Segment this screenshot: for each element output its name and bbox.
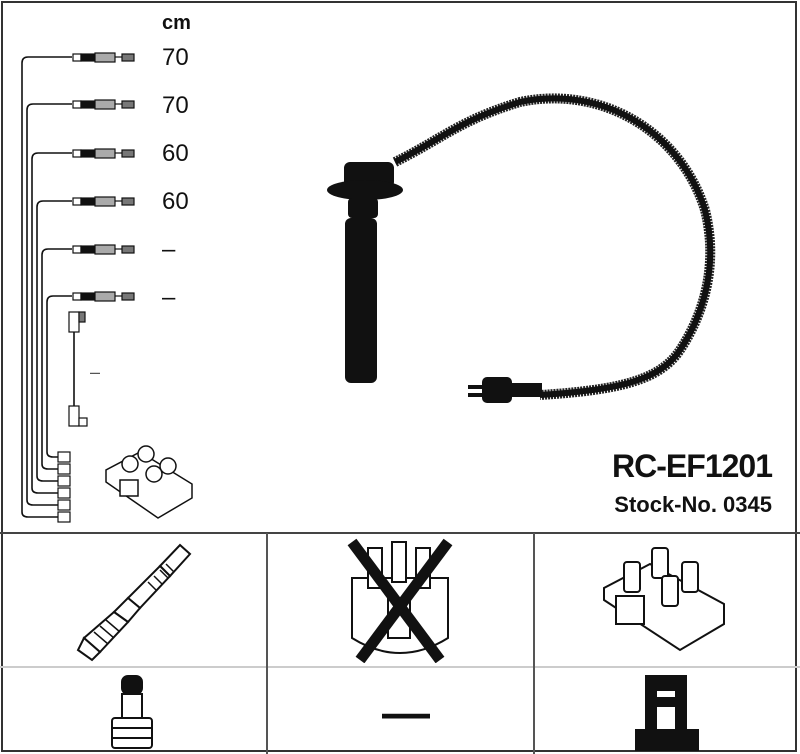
coil-lead-length: – bbox=[90, 362, 101, 382]
part-number: RC-EF1201 bbox=[612, 448, 773, 484]
spark-plug-terminal-icon bbox=[111, 675, 153, 749]
length-label-1: 70 bbox=[162, 44, 189, 71]
spark-plug-icon bbox=[76, 543, 192, 662]
grid-middle-divider bbox=[0, 666, 800, 668]
grid-col-divider-2 bbox=[533, 533, 535, 754]
ignition-coil-icon bbox=[603, 547, 725, 652]
length-label-3: 60 bbox=[162, 140, 189, 167]
length-label-4: 60 bbox=[162, 188, 189, 215]
grid-col-divider-1 bbox=[266, 533, 268, 754]
wiring-schematic bbox=[21, 52, 135, 523]
grid-top-divider bbox=[0, 532, 800, 534]
coil-terminal-icon bbox=[635, 675, 699, 751]
length-label-2: 70 bbox=[162, 92, 189, 119]
stock-number: Stock-No. 0345 bbox=[614, 492, 772, 517]
unit-label: cm bbox=[162, 12, 191, 34]
ignition-cable-illustration bbox=[327, 93, 716, 403]
distributor-cap-excluded-icon bbox=[347, 538, 453, 663]
coil-pack-small-illustration bbox=[105, 445, 193, 519]
length-label-5: – bbox=[162, 236, 176, 263]
rotor-not-applicable: — bbox=[382, 687, 430, 740]
length-label-6: – bbox=[162, 284, 176, 311]
